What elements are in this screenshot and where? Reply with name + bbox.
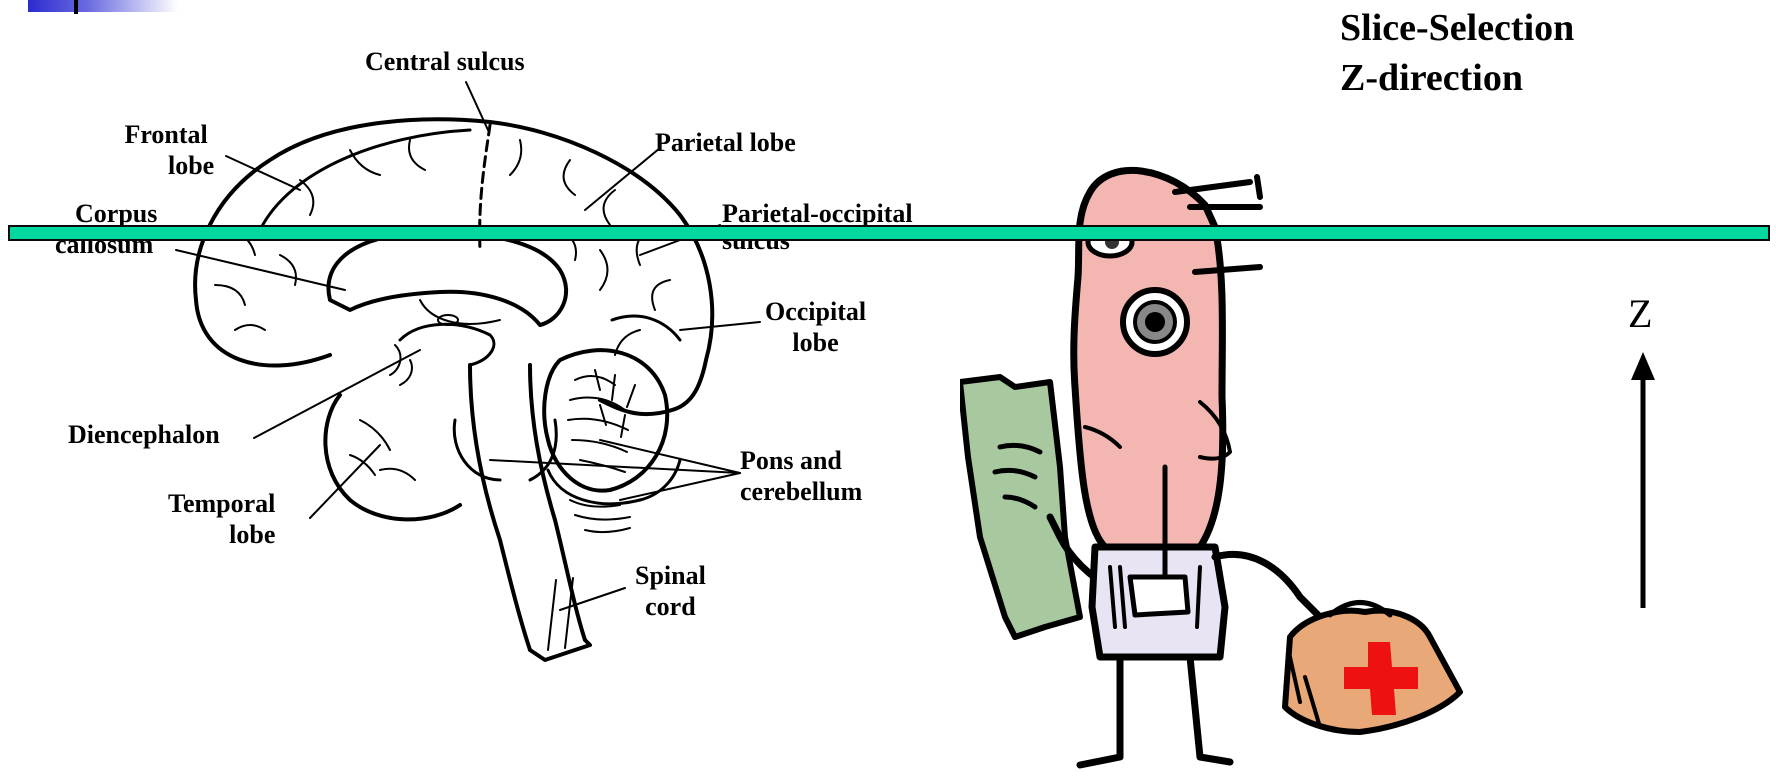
corpus-callosum: [328, 232, 566, 325]
label-frontal-lobe-line2: lobe: [118, 150, 214, 181]
brain-sagittal-diagram: [0, 0, 900, 777]
cortex-inner-line: [260, 130, 470, 230]
label-frontal-lobe-line1: Frontal: [118, 119, 214, 150]
label-pons-cerebellum: Pons and cerebellum: [740, 445, 862, 507]
label-occipital-lobe-line2: lobe: [765, 327, 866, 358]
medical-bag-icon: [1285, 603, 1460, 733]
title-line-2: Z-direction: [1340, 54, 1523, 102]
arrow-up-icon: [1623, 352, 1663, 612]
label-spinal-cord: Spinal cord: [635, 560, 706, 622]
label-temporal-lobe: Temporal lobe: [168, 488, 275, 550]
title-line-1: Slice-Selection: [1340, 4, 1574, 52]
label-central-sulcus: Central sulcus: [365, 46, 525, 77]
label-spinal-cord-line1: Spinal: [635, 560, 706, 591]
z-axis-label: Z: [1628, 290, 1652, 338]
cerebellum: [544, 350, 667, 490]
label-temporal-lobe-line1: Temporal: [168, 488, 275, 519]
doctor-clipboard: [960, 377, 1080, 637]
label-occipital-lobe-line1: Occipital: [765, 296, 866, 327]
label-pons-cerebellum-line1: Pons and: [740, 445, 862, 476]
label-occipital-lobe: Occipital lobe: [765, 296, 866, 358]
label-spinal-cord-line2: cord: [635, 591, 706, 622]
slice-selection-band: [8, 225, 1770, 241]
label-pons-cerebellum-line2: cerebellum: [740, 476, 862, 507]
temporal-lobe: [325, 395, 460, 519]
label-frontal-lobe: Frontal lobe: [118, 119, 214, 181]
spinal-cord: [530, 640, 590, 660]
label-parietal-lobe: Parietal lobe: [655, 127, 796, 158]
cerebrum-outline: [195, 119, 712, 414]
label-temporal-lobe-line2: lobe: [168, 519, 275, 550]
label-diencephalon: Diencephalon: [68, 419, 220, 450]
